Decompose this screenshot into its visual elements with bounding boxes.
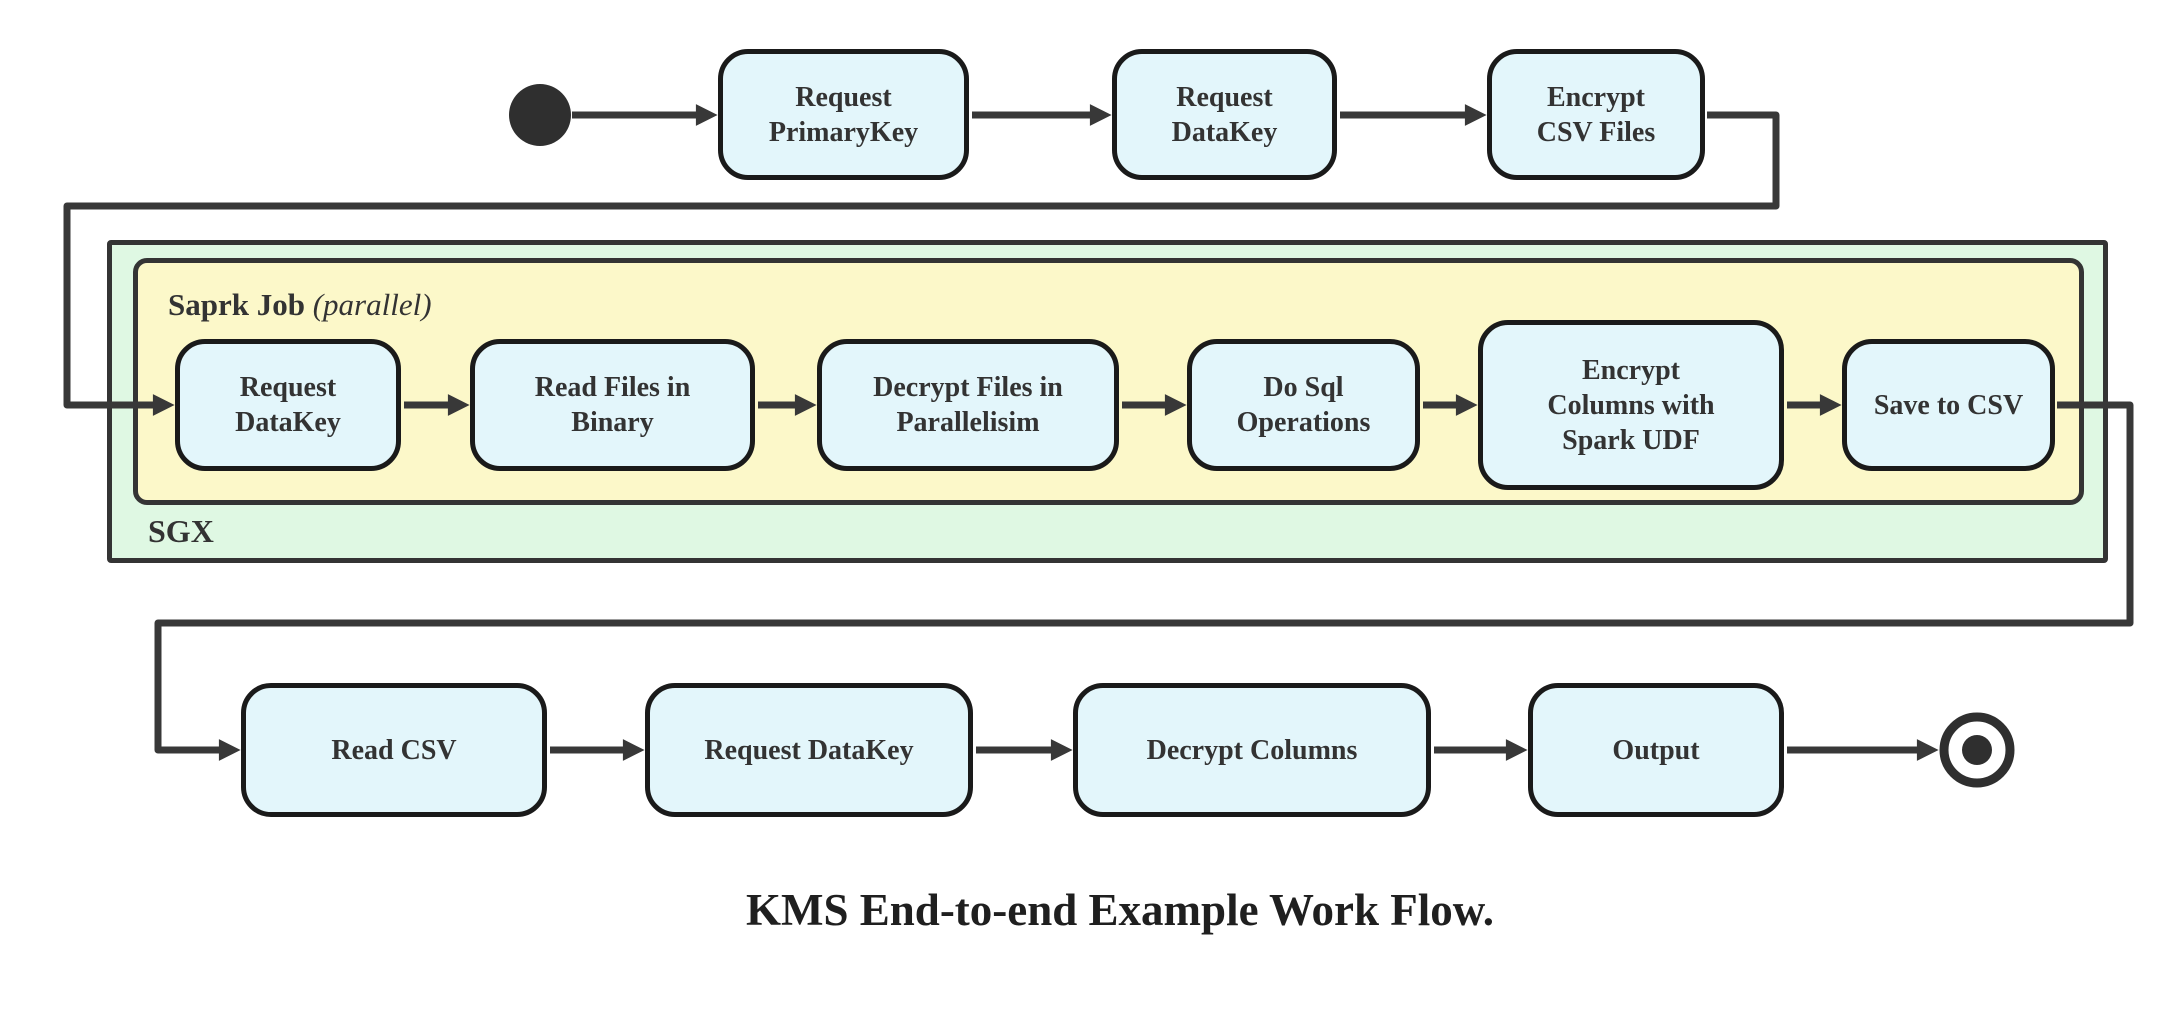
end-node-dot [1962, 735, 1992, 765]
activity-read-files-in-binary: Read Files in Binary [470, 339, 755, 471]
activity-read-csv: Read CSV [241, 683, 547, 817]
activity-request-primarykey: Request PrimaryKey [718, 49, 969, 180]
sgx-label: SGX [148, 513, 214, 549]
spark-job-label-name: Saprk Job [168, 287, 305, 322]
activity-request-datakey-bottom: Request DataKey [645, 683, 973, 817]
activity-encrypt-csv-files: Encrypt CSV Files [1487, 49, 1705, 180]
activity-request-datakey-sgx: Request DataKey [175, 339, 401, 471]
diagram-title: KMS End-to-end Example Work Flow. [745, 885, 1495, 935]
activity-decrypt-files-in-parallelisim: Decrypt Files in Parallelisim [817, 339, 1119, 471]
activity-do-sql-operations: Do Sql Operations [1187, 339, 1420, 471]
spark-job-label: Saprk Job (parallel) [168, 287, 432, 323]
end-node [1939, 712, 2015, 788]
edge-encrypt-csv-to-sgx-request-datakey [63, 111, 1780, 416]
activity-output: Output [1528, 683, 1784, 817]
edge-save-csv-to-read-csv [154, 401, 2134, 761]
spark-job-label-qualifier: (parallel) [312, 287, 432, 322]
activity-decrypt-columns: Decrypt Columns [1073, 683, 1431, 817]
activity-encrypt-columns-with-spark-udf: Encrypt Columns with Spark UDF [1478, 320, 1784, 490]
activity-request-datakey-top: Request DataKey [1112, 49, 1337, 180]
activity-save-to-csv: Save to CSV [1842, 339, 2055, 471]
start-node [509, 84, 571, 146]
